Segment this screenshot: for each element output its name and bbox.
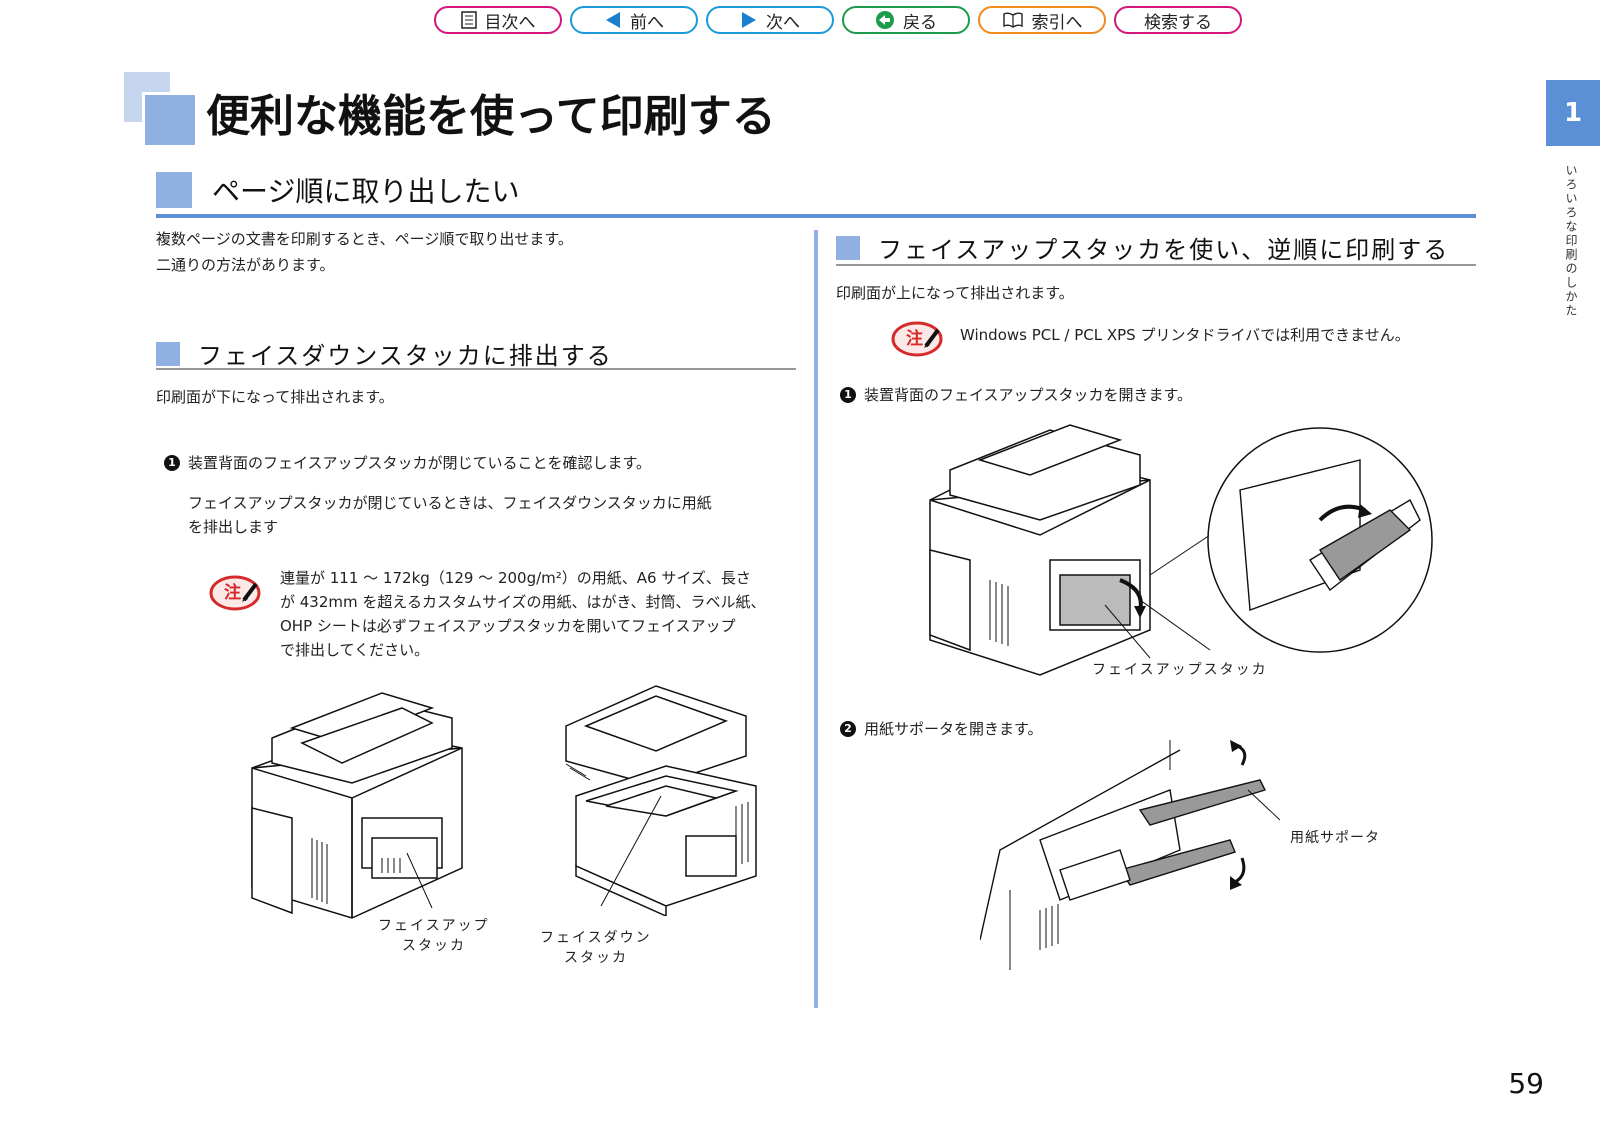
right-subheading-rule (836, 264, 1476, 266)
next-label: 次へ (766, 12, 800, 33)
section-title: ページ順に取り出したい (212, 175, 520, 208)
index-label: 索引へ (1031, 12, 1083, 33)
back-circle-icon (875, 10, 895, 30)
title-decoration (124, 72, 195, 145)
right-step-2-text: 用紙サポータを開きます。 (864, 720, 1043, 738)
left-note-line-3: OHP シートは必ずフェイスアップスタッカを開いてフェイスアップ (280, 617, 736, 635)
section-marker (156, 172, 192, 208)
note-warning-icon (209, 575, 261, 611)
step-number: 2 (840, 720, 856, 737)
note-badge-right: 注 (906, 329, 923, 349)
left-note-line-4: で排出してください。 (280, 641, 430, 659)
subheading-marker (836, 235, 860, 260)
left-subheading: フェイスダウンスタッカに排出する (156, 336, 613, 371)
page-number: 59 (1508, 1067, 1544, 1100)
printer-rear-illustration (251, 692, 463, 919)
left-step-1-detail-2: を排出します (188, 518, 279, 536)
left-step-1-detail-1: フェイスアップスタッカが閉じているときは、フェイスダウンスタッカに用紙 (188, 494, 712, 512)
toc-label: 目次へ (484, 12, 536, 33)
right-subheading-title: フェイスアップスタッカを使い、逆順に印刷する (878, 236, 1450, 264)
left-lead: 印刷面が下になって排出されます。 (156, 388, 394, 406)
next-button[interactable]: 次へ (706, 6, 834, 34)
right-step-1: 1 装置背面のフェイスアップスタッカを開きます。 (840, 384, 1192, 405)
search-button[interactable]: 検索する (1114, 6, 1242, 34)
page-title: 便利な機能を使って印刷する (206, 91, 776, 142)
section-rule (156, 214, 1476, 218)
column-divider (814, 230, 818, 1008)
top-navigation: 目次へ 前へ 次へ 戻る 索引へ 検索する (434, 6, 1242, 34)
note-warning-icon-right (891, 321, 943, 357)
back-label: 戻る (903, 12, 937, 33)
book-icon (1002, 11, 1024, 29)
search-label: 検索する (1144, 12, 1212, 33)
caption-faceup-stacker: フェイスアップスタッカ (1092, 662, 1268, 678)
caption-paper-support: 用紙サポータ (1290, 830, 1380, 846)
toc-button[interactable]: 目次へ (434, 6, 562, 34)
document-icon (460, 11, 477, 29)
note-badge-left: 注 (224, 583, 241, 603)
left-step-1: 1 装置背面のフェイスアップスタッカが閉じていることを確認します。 (164, 452, 651, 473)
index-button[interactable]: 索引へ (978, 6, 1106, 34)
back-button[interactable]: 戻る (842, 6, 970, 34)
left-step-1-text: 装置背面のフェイスアップスタッカが閉じていることを確認します。 (188, 454, 652, 472)
printer-front-illustration (565, 685, 757, 916)
right-step-1-text: 装置背面のフェイスアップスタッカを開きます。 (864, 386, 1193, 404)
chapter-tab[interactable]: 1 (1546, 80, 1600, 146)
paper-support-illustration (980, 740, 1280, 970)
left-note-line-2: が 432mm を超えるカスタムサイズの用紙、はがき、封筒、ラベル紙、 (280, 593, 766, 611)
left-subheading-title: フェイスダウンスタッカに排出する (198, 342, 613, 370)
intro-line-2: 二通りの方法があります。 (156, 256, 335, 274)
arrow-right-icon (740, 11, 758, 29)
left-subheading-rule (156, 368, 796, 370)
prev-button[interactable]: 前へ (570, 6, 698, 34)
faceup-stacker-open-illustration (929, 424, 1433, 676)
right-note: Windows PCL / PCL XPS プリンタドライバでは利用できません。 (960, 326, 1410, 344)
step-number: 1 (164, 454, 180, 471)
step-number: 1 (840, 386, 856, 403)
subheading-marker (156, 341, 180, 366)
caption-facedown-2: スタッカ (564, 950, 628, 966)
intro-line-1: 複数ページの文書を印刷するとき、ページ順で取り出せます。 (156, 230, 573, 248)
section-heading: ページ順に取り出したい (156, 170, 519, 210)
caption-faceup-2: スタッカ (402, 938, 466, 954)
right-lead: 印刷面が上になって排出されます。 (836, 284, 1074, 302)
chapter-label: いろいろな印刷のしかた (1564, 164, 1578, 318)
right-step-2: 2 用紙サポータを開きます。 (840, 718, 1043, 739)
arrow-left-icon (604, 11, 622, 29)
caption-facedown-1: フェイスダウン (540, 930, 652, 946)
caption-faceup-1: フェイスアップ (378, 918, 490, 934)
left-note-line-1: 連量が 111 〜 172kg（129 〜 200g/m²）の用紙、A6 サイズ… (280, 569, 751, 587)
right-subheading: フェイスアップスタッカを使い、逆順に印刷する (836, 230, 1449, 265)
prev-label: 前へ (630, 12, 664, 33)
